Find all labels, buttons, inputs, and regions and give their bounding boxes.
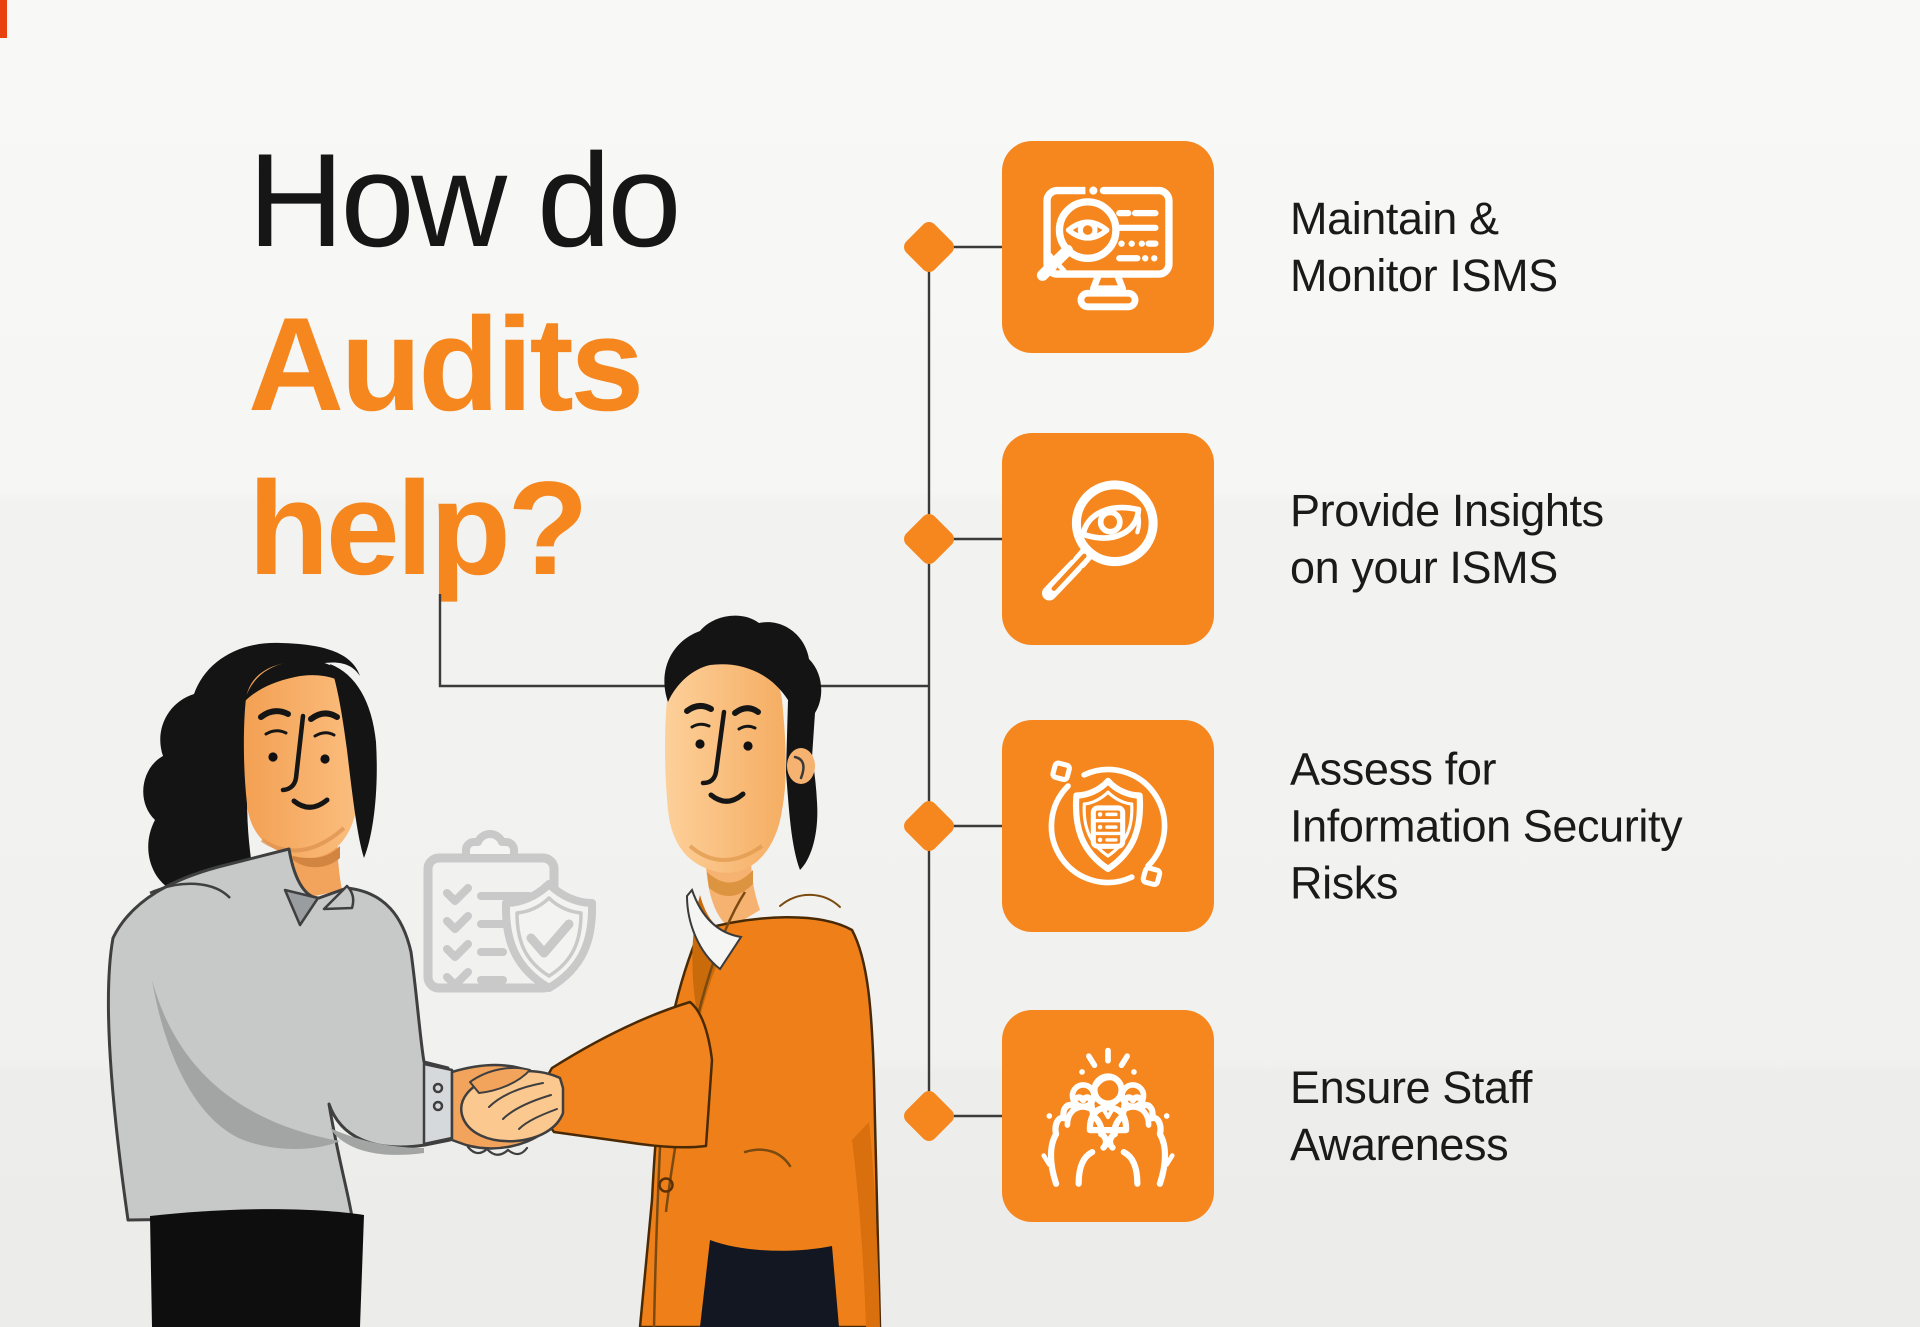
diamond-connector (904, 1091, 954, 1141)
corner-artifact (0, 0, 7, 38)
handshake-hands (466, 1067, 531, 1156)
timeline-label-staff-awareness: Ensure Staff Awareness (1290, 1062, 1533, 1170)
diamond-connector (904, 514, 954, 564)
timeline-item-box-provide-insights (1002, 433, 1214, 645)
monitor-audit-icon (1036, 185, 1173, 311)
timeline-item-box-maintain-monitor (1002, 141, 1214, 353)
diamond-connector (904, 801, 954, 851)
timeline-label-maintain-monitor: Maintain & Monitor ISMS (1290, 193, 1558, 301)
hands-people-icon (1041, 1047, 1175, 1187)
page-title: How do Audits help? (248, 119, 681, 611)
man-in-gray-shirt (106, 642, 562, 1327)
timeline-item-box-staff-awareness (1002, 1010, 1214, 1222)
title-line-1: How do (248, 127, 681, 275)
magnifier-eye-icon (1041, 480, 1158, 601)
timeline-label-provide-insights: Provide Insights on your ISMS (1290, 485, 1604, 593)
shield-database-icon (1048, 760, 1168, 887)
timeline-label-assess-risks: Assess for Information Security Risks (1290, 743, 1683, 909)
title-line-2: Audits (248, 291, 644, 439)
diamond-connector (904, 222, 954, 272)
man-in-orange-jacket (459, 615, 882, 1327)
timeline-item-box-assess-risks (1002, 720, 1214, 932)
title-line-3: help? (248, 455, 589, 603)
